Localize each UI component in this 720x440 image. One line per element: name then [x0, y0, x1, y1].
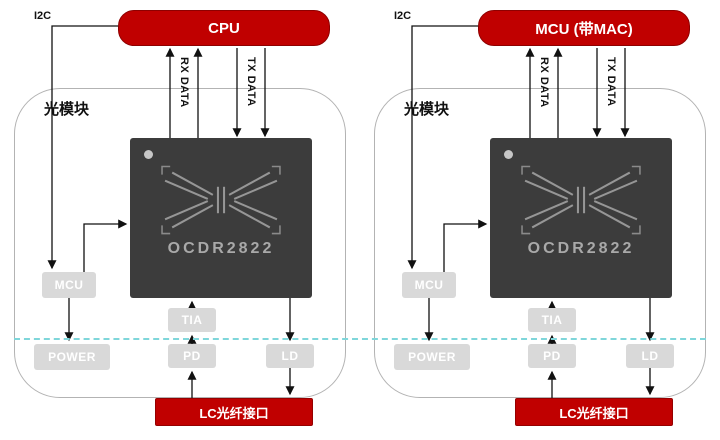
power-box: POWER: [394, 344, 470, 370]
ld-box: LD: [266, 344, 314, 368]
host-box-mcu-mac: MCU (带MAC): [478, 10, 690, 46]
mcu-box: MCU: [42, 272, 96, 298]
dashed-divider-line: [14, 338, 706, 340]
tia-box: TIA: [168, 308, 216, 332]
tx-data-label: TX DATA: [245, 57, 257, 107]
lc-connector-box: LC光纤接口: [155, 398, 313, 426]
chip-logo-pattern: [521, 165, 641, 235]
rx-data-label: RX DATA: [178, 57, 190, 108]
chip-pin1-dot: [504, 150, 513, 159]
optical-module-label: 光模块: [44, 101, 90, 118]
mcu-box: MCU: [402, 272, 456, 298]
chip-part-number: OCDR2822: [167, 240, 275, 257]
lc-connector-box: LC光纤接口: [515, 398, 673, 426]
ld-box: LD: [626, 344, 674, 368]
pd-box: PD: [168, 344, 216, 368]
chip-part-number: OCDR2822: [527, 240, 635, 257]
host-box-cpu: CPU: [118, 10, 330, 46]
pd-box: PD: [528, 344, 576, 368]
diagram-right: 光模块 MCU (带MAC) I2C RX DATA TX DATA: [360, 0, 720, 440]
tx-data-label: TX DATA: [605, 57, 617, 107]
diagram-left: 光模块 CPU I2C RX DATA TX DATA: [14, 10, 346, 426]
chip-pin1-dot: [144, 150, 153, 159]
chip: OCDR2822: [490, 138, 672, 298]
i2c-label: I2C: [34, 10, 52, 22]
rx-data-label: RX DATA: [538, 57, 550, 108]
chip-logo-pattern: [161, 165, 281, 235]
i2c-label: I2C: [394, 10, 412, 22]
chip: OCDR2822: [130, 138, 312, 298]
tia-box: TIA: [528, 308, 576, 332]
optical-module-label: 光模块: [404, 101, 450, 118]
power-box: POWER: [34, 344, 110, 370]
